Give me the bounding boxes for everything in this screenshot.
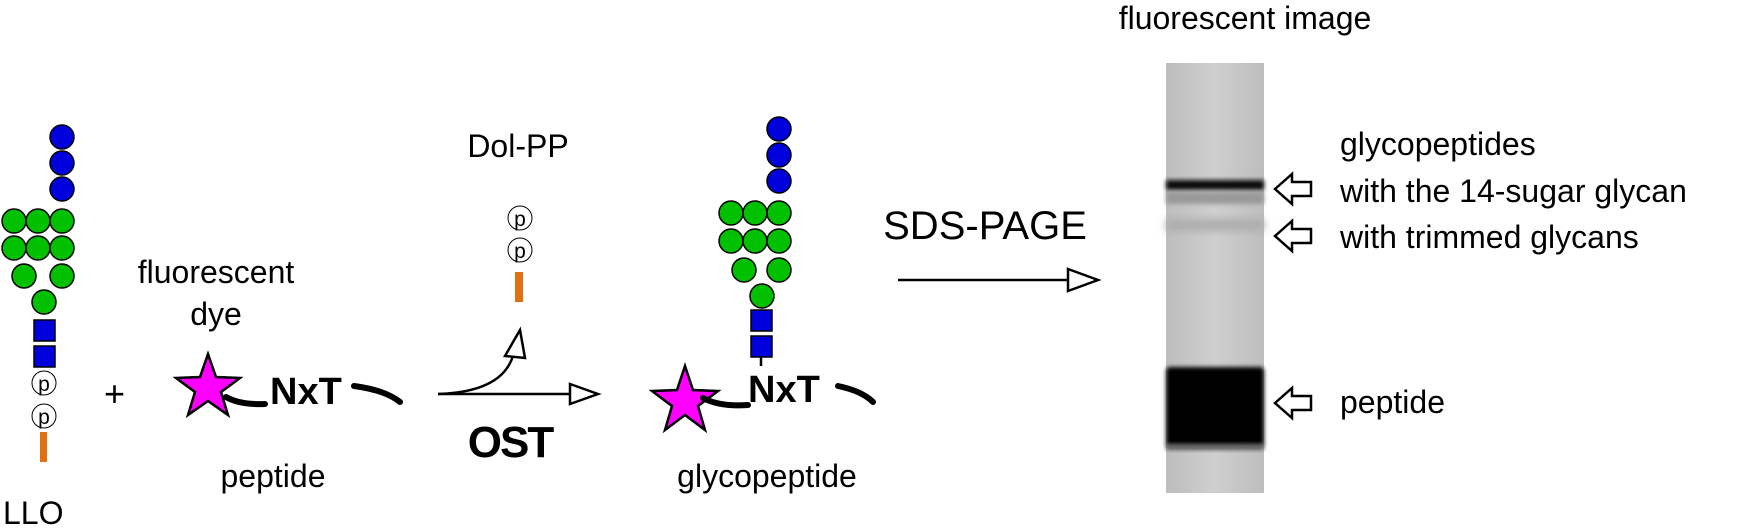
- square-sugar-icon: [33, 319, 56, 342]
- dol-pp-label: Dol-PP: [467, 128, 569, 164]
- band-label-glycopeptides: glycopeptides: [1340, 126, 1536, 162]
- square-sugar-icon: [750, 335, 773, 358]
- phosphate-icon: [507, 237, 533, 263]
- dol-pp-icon: p p: [507, 205, 533, 302]
- circle-sugar-icon: [766, 142, 792, 168]
- arrow-icon: [1273, 385, 1313, 421]
- llo-caption: LLO: [3, 495, 64, 531]
- peptide-chain-left: [223, 394, 268, 408]
- circle-sugar-icon: [11, 263, 37, 289]
- circle-sugar-icon: [49, 150, 75, 176]
- peptide-chain-left: [700, 395, 751, 409]
- side-arrow: [437, 351, 516, 396]
- band-label-14-sugar: with the 14-sugar glycan: [1340, 173, 1687, 209]
- circle-sugar-icon: [31, 289, 57, 315]
- llo-phosphates: p p: [31, 370, 57, 462]
- dolichol-bar: [40, 432, 47, 462]
- arrow-icon: [1273, 218, 1313, 254]
- band-label-trimmed: with trimmed glycans: [1340, 219, 1639, 255]
- phosphate-label: p: [38, 406, 50, 429]
- circle-sugar-icon: [49, 235, 75, 261]
- circle-sugar-icon: [1, 208, 27, 234]
- circle-sugar-icon: [718, 200, 744, 226]
- ost-label: OST: [467, 418, 554, 467]
- arrow-icon: [1066, 267, 1102, 293]
- dolichol-bar: [515, 272, 523, 302]
- circle-sugar-icon: [766, 257, 792, 283]
- square-sugar-icon: [750, 309, 773, 332]
- square-sugar-icon: [33, 345, 56, 368]
- circle-sugar-icon: [25, 208, 51, 234]
- glycopeptide-caption: glycopeptide: [677, 458, 857, 494]
- circle-sugar-icon: [742, 200, 768, 226]
- circle-sugar-icon: [766, 200, 792, 226]
- nxt-motif-left: NxT: [270, 371, 342, 413]
- star-icon: [172, 350, 244, 419]
- circle-sugar-icon: [749, 283, 775, 309]
- fluorescent-peptide: [172, 350, 403, 419]
- glycopeptide-peptide: [648, 362, 876, 434]
- band-peptide: [1166, 367, 1264, 447]
- peptide-chain-right: [351, 383, 403, 405]
- circle-sugar-icon: [766, 228, 792, 254]
- gel-lane: [1166, 63, 1264, 493]
- arrow-icon: [568, 382, 602, 406]
- band-glycopeptides-14-sugar-halo: [1166, 192, 1264, 204]
- circle-sugar-icon: [718, 228, 744, 254]
- circle-sugar-icon: [742, 228, 768, 254]
- star-icon: [648, 362, 722, 434]
- ost-reaction-arrow: [437, 326, 602, 406]
- phosphate-icon: [31, 403, 57, 429]
- circle-sugar-icon: [49, 263, 75, 289]
- band-glycopeptides-14-sugar: [1166, 180, 1264, 190]
- circle-sugar-icon: [49, 124, 75, 150]
- nxt-motif-right: NxT: [748, 369, 820, 411]
- circle-sugar-icon: [766, 116, 792, 142]
- phosphate-icon: [507, 205, 533, 231]
- circle-sugar-icon: [49, 176, 75, 202]
- circle-sugar-icon: [766, 168, 792, 194]
- band-trimmed-glycans: [1166, 219, 1264, 231]
- circle-sugar-icon: [49, 208, 75, 234]
- dye-label: dye: [190, 296, 242, 332]
- gel-arrows: [1273, 171, 1313, 421]
- llo-glycan: [1, 124, 75, 368]
- phosphate-icon: [31, 370, 57, 396]
- plus-sign: +: [104, 373, 126, 414]
- arrow-icon: [502, 326, 527, 360]
- sds-page-arrow: [898, 267, 1102, 293]
- glycopeptide-glycan: [718, 116, 792, 366]
- phosphate-label: p: [38, 373, 50, 396]
- sds-page-label: SDS-PAGE: [883, 204, 1087, 248]
- peptide-chain-right: [835, 383, 876, 405]
- circle-sugar-icon: [1, 235, 27, 261]
- phosphate-label: p: [514, 240, 526, 263]
- circle-sugar-icon: [731, 257, 757, 283]
- peptide-caption: peptide: [220, 458, 326, 494]
- phosphate-label: p: [514, 208, 526, 231]
- fluorescent-label: fluorescent: [137, 254, 295, 290]
- band-label-peptide: peptide: [1340, 384, 1445, 420]
- band-peptide-tail: [1166, 444, 1264, 450]
- circle-sugar-icon: [25, 235, 51, 261]
- arrow-icon: [1273, 171, 1313, 207]
- fluorescent-image-title: fluorescent image: [1118, 0, 1372, 36]
